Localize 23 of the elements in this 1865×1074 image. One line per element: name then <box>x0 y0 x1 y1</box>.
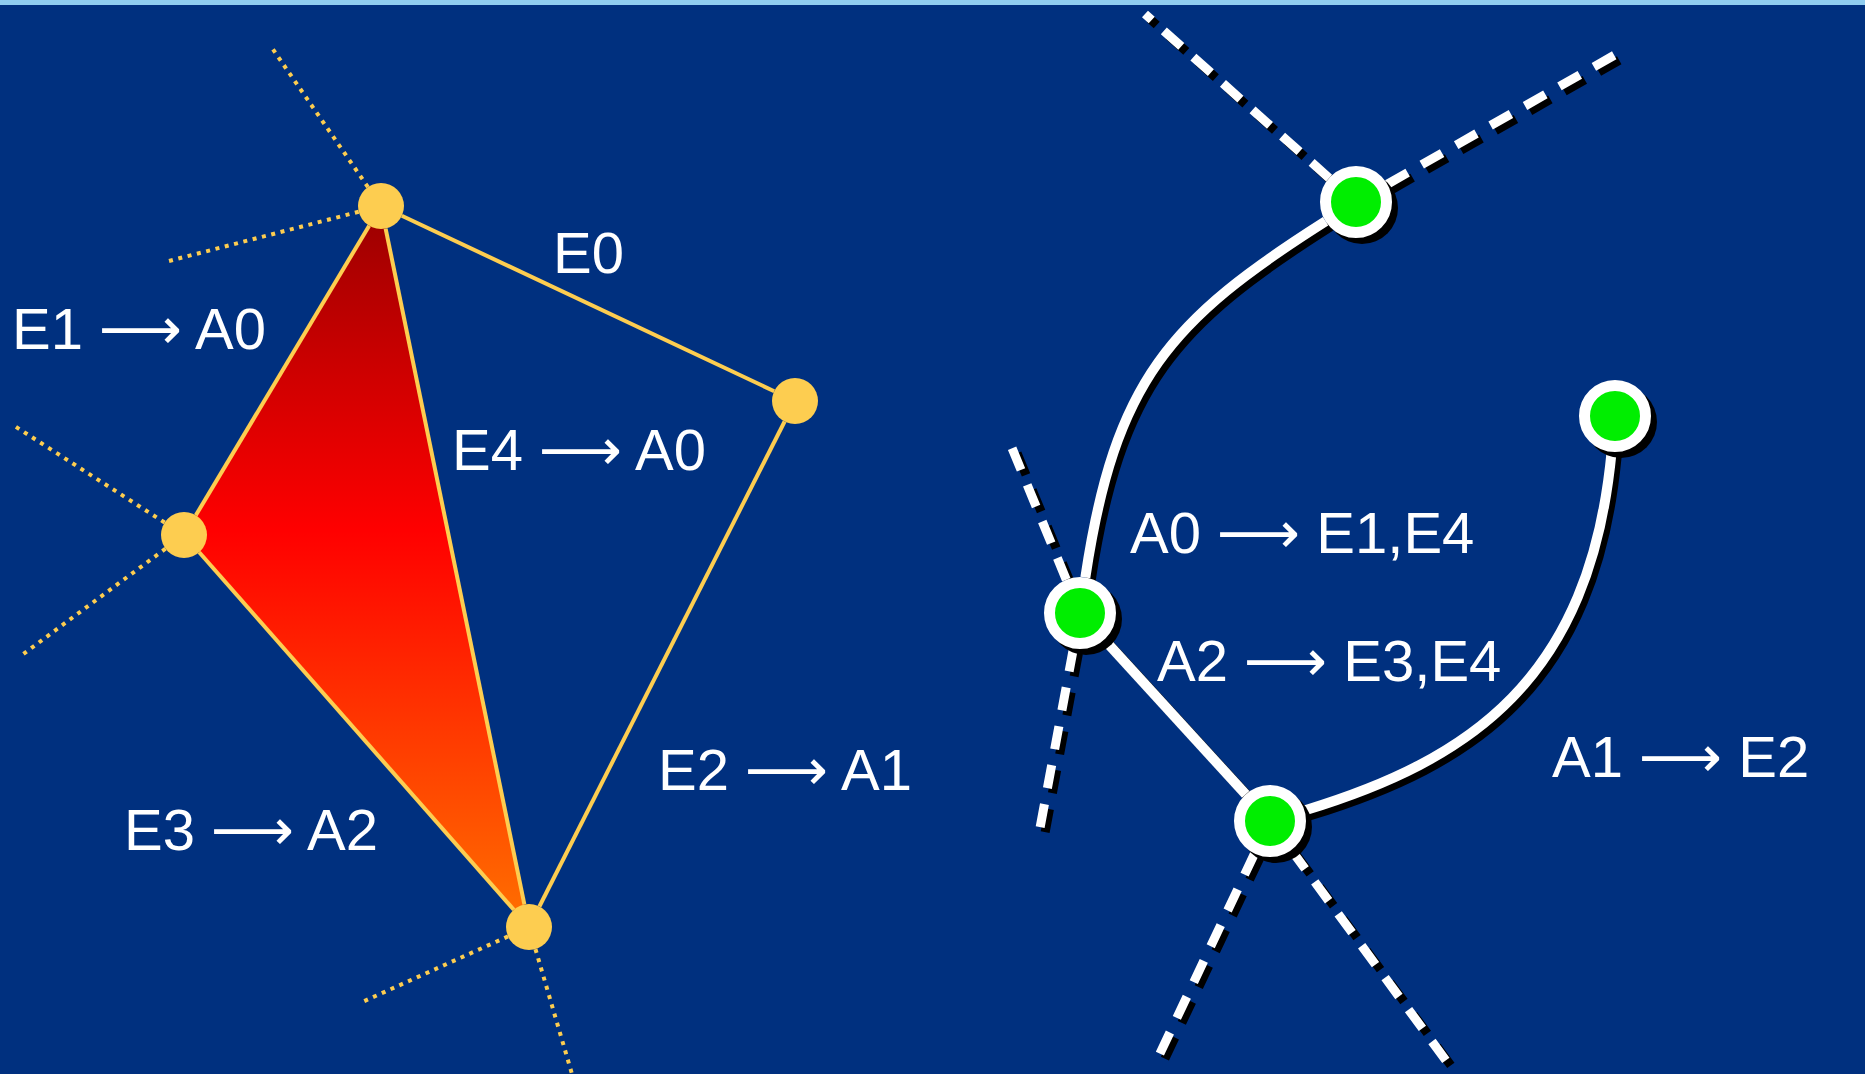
mapping-label: E0 <box>553 224 624 282</box>
dashed-line <box>20 547 167 657</box>
dashed-line <box>533 948 574 1074</box>
mapping-label: E1 ⟶ A0 <box>12 300 267 358</box>
connector-line <box>197 550 516 912</box>
mapping-label: E4 ⟶ A0 <box>452 421 707 479</box>
connector-line <box>1080 217 1329 579</box>
dashed-line <box>1142 10 1333 182</box>
connector-line <box>383 228 527 905</box>
mapping-label: A2 ⟶ E3,E4 <box>1157 632 1502 690</box>
connector-line <box>194 224 371 517</box>
connector-line <box>400 214 776 393</box>
mapping-label: A0 ⟶ E1,E4 <box>1130 504 1475 562</box>
vertex-dot <box>161 512 207 558</box>
vertex-dot <box>772 378 818 424</box>
mapping-label: E2 ⟶ A1 <box>658 741 913 799</box>
dashed-line <box>270 46 370 189</box>
dashed-line <box>1007 446 1071 582</box>
connector-line <box>537 420 787 908</box>
mapping-label: A1 ⟶ E2 <box>1552 728 1810 786</box>
vertex-dot <box>506 904 552 950</box>
vertex-dot <box>358 183 404 229</box>
mapping-label: E3 ⟶ A2 <box>124 801 379 859</box>
